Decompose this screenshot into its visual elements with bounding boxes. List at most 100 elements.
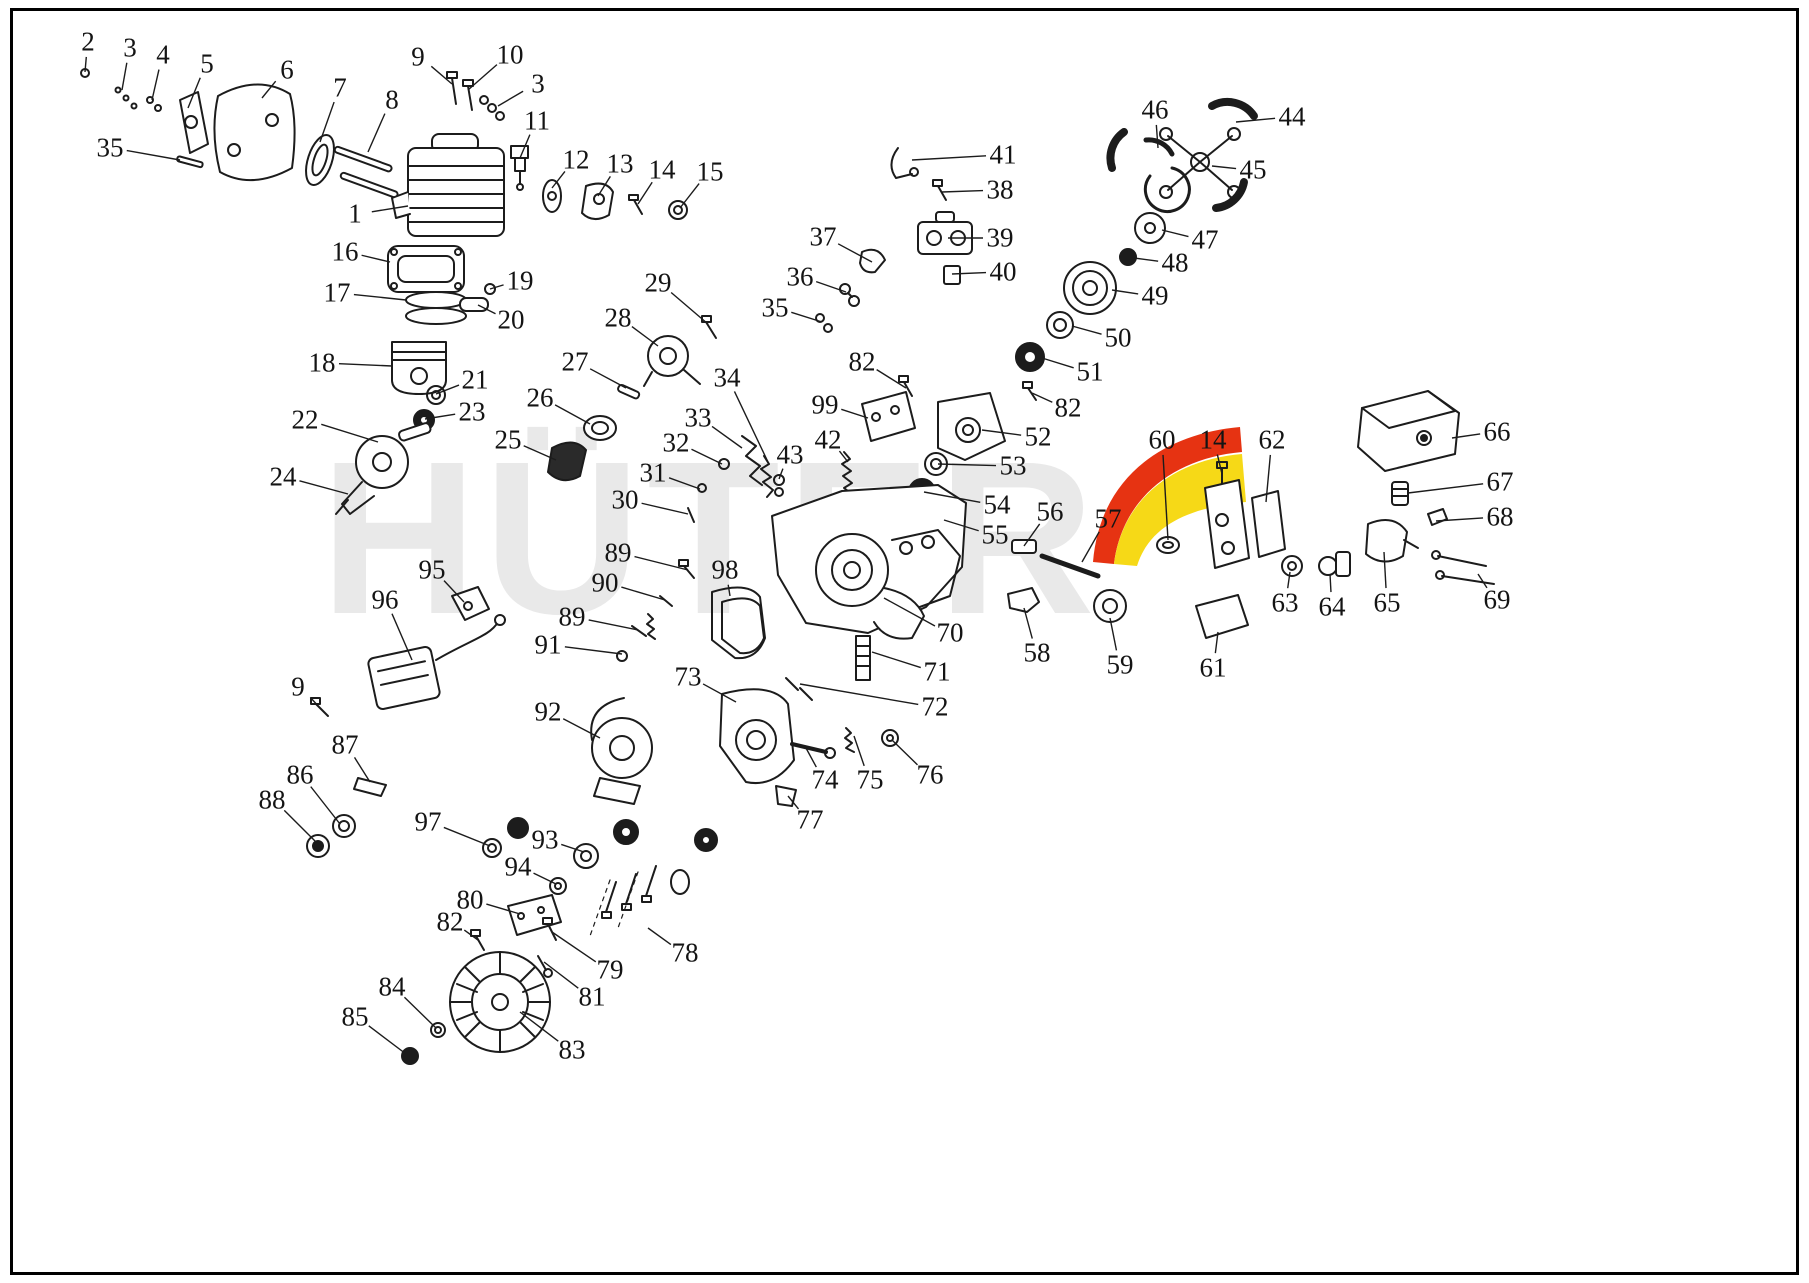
callout-26: 26 [526, 382, 554, 413]
leader-line-79 [551, 931, 597, 963]
leader-line-30 [641, 502, 689, 515]
callout-34: 34 [713, 362, 741, 393]
leader-line-70 [883, 597, 936, 627]
callout-47: 47 [1191, 224, 1219, 255]
leader-line-25 [523, 445, 557, 461]
leader-line-67 [1407, 483, 1484, 494]
callout-19: 19 [506, 265, 534, 296]
callout-14: 14 [648, 154, 676, 185]
leader-line-77 [787, 795, 800, 810]
callout-75: 75 [856, 764, 884, 795]
leader-line-66 [1451, 433, 1481, 439]
leader-line-22 [321, 423, 379, 443]
leader-line-68 [1435, 517, 1484, 522]
callout-77: 77 [796, 804, 824, 835]
leader-line-21 [435, 384, 460, 395]
callout-44: 44 [1278, 101, 1306, 132]
leader-line-3 [121, 62, 128, 91]
leader-line-58 [1023, 607, 1033, 639]
leader-line-91 [564, 646, 623, 655]
leader-line-26 [554, 404, 591, 425]
callout-23: 23 [458, 396, 486, 427]
callout-76: 76 [916, 759, 944, 790]
leader-line-14 [637, 181, 653, 205]
leader-line-10 [467, 64, 498, 91]
leader-line-83 [519, 1011, 559, 1042]
callout-27: 27 [561, 346, 589, 377]
crankshaft [335, 422, 432, 515]
callout-1: 1 [348, 198, 362, 229]
callout-79: 79 [596, 954, 624, 985]
leader-line-12 [551, 170, 566, 189]
swoosh-red [1093, 427, 1242, 564]
leader-line-81 [543, 961, 579, 989]
leader-line-2 [84, 56, 88, 73]
leader-line-93 [561, 843, 585, 853]
callout-78: 78 [671, 937, 699, 968]
leader-line-8 [367, 113, 386, 153]
leader-line-64 [1329, 573, 1332, 593]
leader-line-20 [477, 304, 496, 315]
callout-50: 50 [1104, 322, 1132, 353]
leader-line-59 [1109, 617, 1118, 651]
callout-53: 53 [999, 450, 1027, 481]
callout-21: 21 [461, 364, 489, 395]
callout-58: 58 [1023, 637, 1051, 668]
cylinder [391, 133, 505, 237]
leader-line-45 [1211, 165, 1237, 170]
callout-63: 63 [1271, 587, 1299, 618]
callout-7: 7 [333, 72, 347, 103]
callout-8: 8 [385, 84, 399, 115]
callout-20: 20 [497, 304, 525, 335]
leader-line-60 [1162, 454, 1169, 541]
leader-line-55 [943, 519, 979, 532]
cylinder-assembly [391, 71, 688, 237]
leader-line-54 [923, 491, 981, 504]
leader-line-44 [1235, 117, 1276, 123]
leader-line-33 [711, 425, 743, 449]
callout-66: 66 [1483, 416, 1511, 447]
callout-62: 62 [1258, 424, 1286, 455]
leader-line-96 [391, 613, 413, 661]
leader-line-35 [791, 311, 823, 323]
callout-41: 41 [989, 139, 1017, 170]
callout-10: 10 [496, 39, 524, 70]
callout-30: 30 [611, 484, 639, 515]
callout-82: 82 [436, 906, 464, 937]
leader-line-74 [805, 747, 817, 768]
leader-line-32 [691, 448, 723, 465]
leader-line-95 [443, 580, 465, 603]
leader-line-82 [1031, 392, 1053, 403]
huter-logo-swoosh [1093, 427, 1246, 566]
leader-line-41 [911, 155, 987, 161]
leader-line-62 [1265, 454, 1272, 503]
callout-70: 70 [936, 617, 964, 648]
callout-92: 92 [534, 696, 562, 727]
leader-line-24 [299, 480, 349, 495]
callout-99: 99 [811, 389, 839, 420]
oil-pump-parts [1007, 461, 1495, 639]
ignition-coil [310, 586, 506, 717]
callout-3: 3 [123, 32, 137, 63]
leader-line-42 [838, 450, 849, 463]
leader-line-52 [981, 429, 1022, 436]
callout-84: 84 [378, 971, 406, 1002]
callout-59: 59 [1106, 649, 1134, 680]
callout-42: 42 [814, 424, 842, 455]
leader-line-85 [368, 1025, 407, 1055]
leader-line-63 [1287, 571, 1291, 589]
leader-line-50 [1071, 325, 1102, 335]
leader-line-69 [1477, 573, 1488, 589]
leader-line-49 [1111, 289, 1139, 295]
leader-line-99 [841, 408, 869, 419]
callout-89: 89 [558, 601, 586, 632]
leader-line-82 [876, 369, 907, 389]
leader-line-9 [430, 65, 453, 85]
callout-57: 57 [1094, 503, 1122, 534]
leader-line-94 [533, 872, 557, 885]
leader-line-35 [126, 149, 181, 161]
callout-68: 68 [1486, 501, 1514, 532]
